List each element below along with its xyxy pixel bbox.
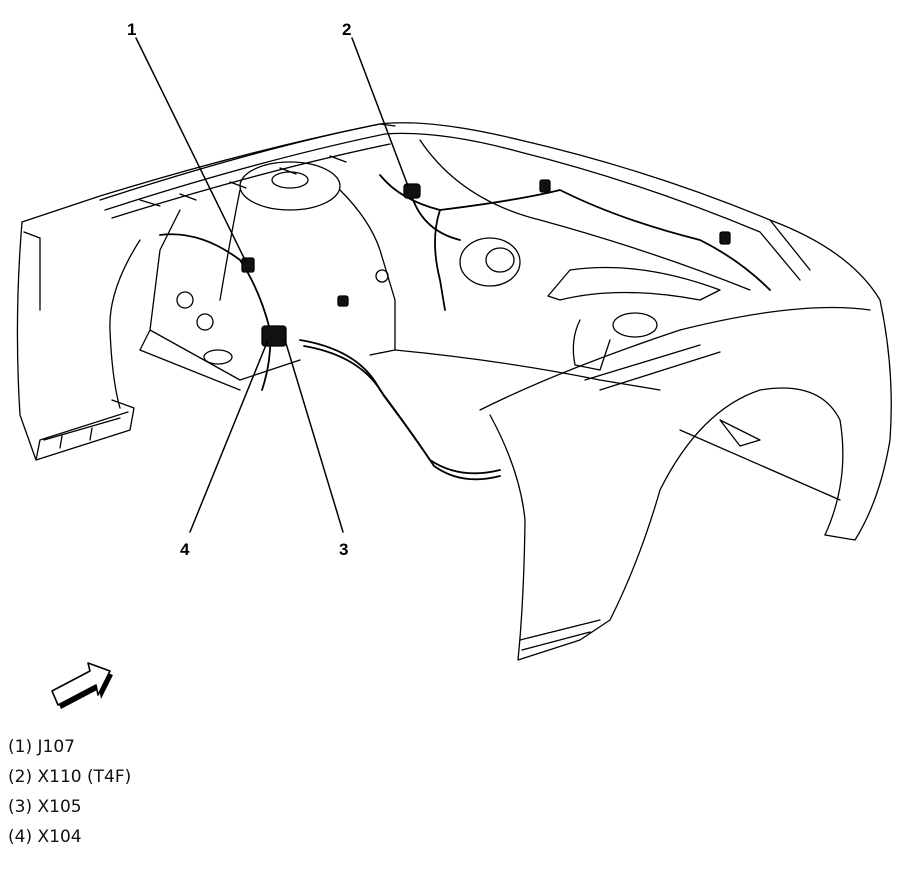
legend-item: (2) X110 (T4F) — [8, 762, 131, 792]
connector-x105-x104 — [261, 325, 287, 347]
right-fender — [479, 219, 892, 661]
upper-rail — [99, 122, 811, 281]
wiring-harness — [159, 174, 771, 481]
leader-line-4 — [189, 339, 269, 533]
callout-2: 2 — [342, 20, 352, 39]
front-direction-arrow-icon — [51, 662, 113, 709]
legend-num: (2) — [8, 767, 33, 787]
connector-legend: (1) J107 (2) X110 (T4F) (3) X105 (4) X10… — [8, 732, 131, 852]
vehicle-front-end-diagram — [16, 37, 892, 661]
leader-line-1 — [135, 37, 247, 263]
legend-label: J107 — [37, 737, 75, 757]
legend-item: (3) X105 — [8, 792, 131, 822]
legend-label: X110 (T4F) — [37, 767, 132, 787]
left-fender — [16, 123, 396, 461]
legend-label: X105 — [37, 797, 82, 817]
connector-x110 — [403, 183, 421, 199]
legend-label: X104 — [37, 827, 82, 847]
legend-item: (4) X104 — [8, 822, 131, 852]
leader-line-2 — [351, 37, 409, 187]
connector-j107 — [241, 257, 255, 273]
strut-tower — [139, 161, 396, 391]
legend-num: (3) — [8, 797, 33, 817]
connectors — [241, 179, 731, 347]
legend-num: (4) — [8, 827, 33, 847]
callout-3: 3 — [339, 540, 349, 559]
leader-line-3 — [284, 339, 344, 533]
engine-bay — [394, 139, 751, 391]
leader-lines — [135, 37, 409, 533]
callout-4: 4 — [180, 540, 190, 559]
legend-num: (1) — [8, 737, 33, 757]
callout-1: 1 — [127, 20, 137, 39]
legend-item: (1) J107 — [8, 732, 131, 762]
